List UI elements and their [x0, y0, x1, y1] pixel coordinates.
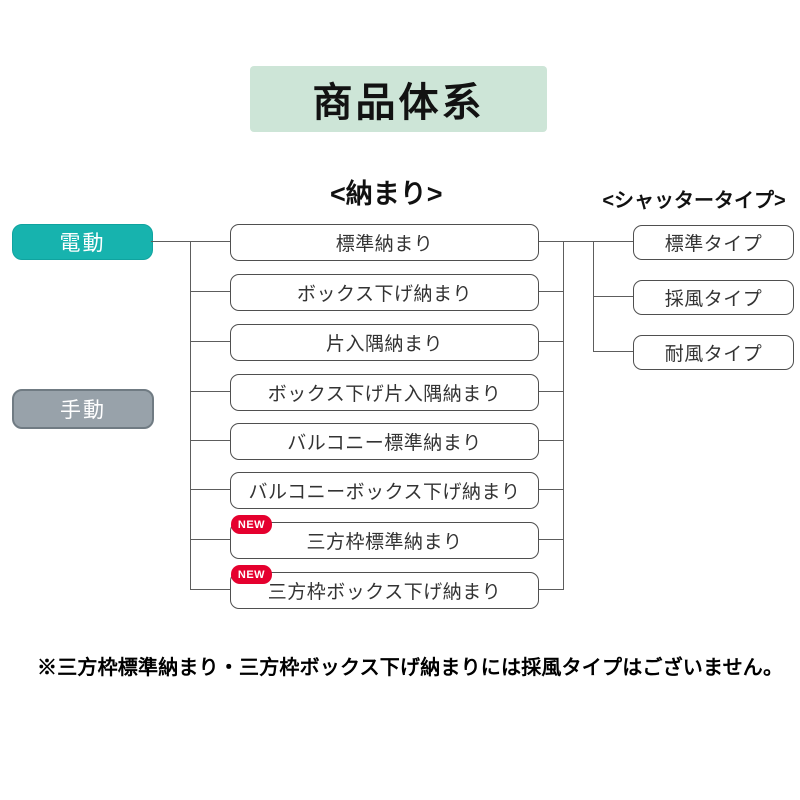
connector-line — [593, 351, 633, 352]
connector-line — [537, 391, 563, 392]
shutter-type-column-header: <シャッタータイプ> — [602, 190, 786, 212]
connector-line — [190, 539, 230, 540]
connector-line — [537, 291, 563, 292]
shutter-type-node: 採風タイプ — [633, 280, 794, 315]
new-badge: NEW — [231, 565, 272, 584]
connector-line — [190, 489, 230, 490]
osamari-node: バルコニーボックス下げ納まり — [230, 472, 539, 509]
shutter-type-node: 耐風タイプ — [633, 335, 794, 370]
connector-line — [190, 241, 191, 590]
osamari-node: 三方枠ボックス下げ納まり — [230, 572, 539, 609]
connector-line — [190, 589, 230, 590]
connector-line — [190, 341, 230, 342]
connector-line — [537, 241, 633, 242]
osamari-node: ボックス下げ納まり — [230, 274, 539, 311]
drive-mode-manual: 手動 — [12, 389, 154, 429]
footnote: ※三方枠標準納まり・三方枠ボックス下げ納まりには採風タイプはございません。 — [37, 657, 784, 679]
osamari-node: バルコニー標準納まり — [230, 423, 539, 460]
osamari-node: 片入隅納まり — [230, 324, 539, 361]
connector-line — [593, 296, 633, 297]
connector-line — [190, 391, 230, 392]
connector-line — [537, 589, 563, 590]
osamari-node: 標準納まり — [230, 224, 539, 261]
connector-line — [537, 440, 563, 441]
connector-line — [537, 539, 563, 540]
drive-mode-electric: 電動 — [12, 224, 153, 260]
connector-line — [190, 291, 230, 292]
connector-line — [537, 341, 563, 342]
osamari-node: ボックス下げ片入隅納まり — [230, 374, 539, 411]
connector-line — [537, 489, 563, 490]
shutter-type-node: 標準タイプ — [633, 225, 794, 260]
page-title: 商品体系 — [312, 81, 485, 125]
osamari-column-header: <納まり> — [330, 179, 443, 209]
title-banner: 商品体系 — [250, 66, 547, 132]
new-badge: NEW — [231, 515, 272, 534]
connector-line — [563, 241, 564, 590]
connector-line — [190, 440, 230, 441]
osamari-node: 三方枠標準納まり — [230, 522, 539, 559]
